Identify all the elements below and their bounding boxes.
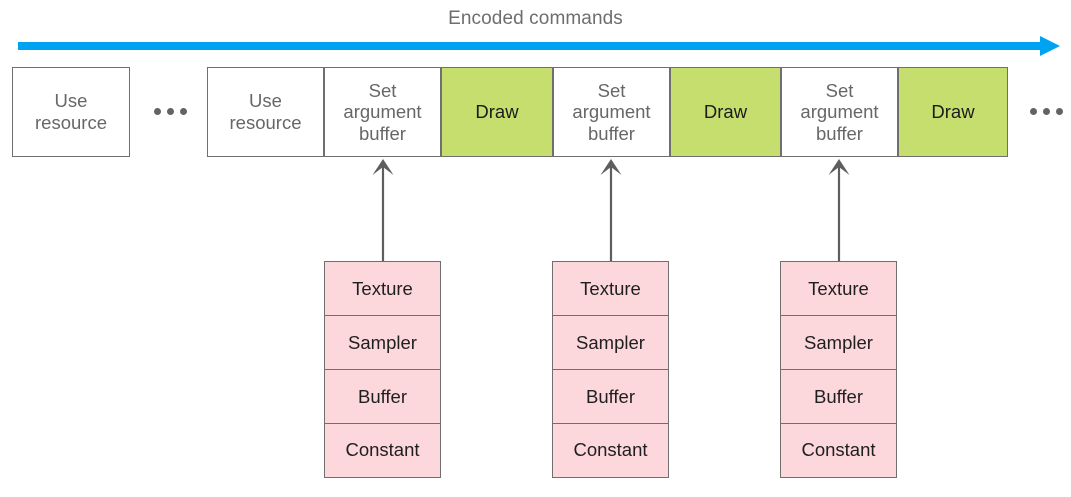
argument-buffer-row-texture[interactable]: Texture [780,261,897,317]
diagram-title: Encoded commands [448,8,623,29]
command-box-set-argument-buffer-3[interactable]: Set argument buffer [781,67,898,157]
argument-buffer-row-buffer[interactable]: Buffer [552,368,669,425]
command-box-draw-3[interactable]: Draw [898,67,1008,157]
trailing-ellipsis [1030,108,1063,115]
argument-buffer-row-constant[interactable]: Constant [780,422,897,479]
ellipsis-dot [1030,108,1037,115]
up-arrow-icon [600,159,622,262]
argument-buffer-row-texture[interactable]: Texture [552,261,669,317]
command-box-draw-2[interactable]: Draw [670,67,781,157]
flow-arrow-icon [18,36,1060,56]
ellipsis-dot [154,108,161,115]
ellipsis-dot [167,108,174,115]
argument-buffer-row-buffer[interactable]: Buffer [780,368,897,425]
ellipsis-dot [180,108,187,115]
argument-buffer-row-texture[interactable]: Texture [324,261,441,317]
argument-buffer-row-sampler[interactable]: Sampler [552,314,669,371]
ellipsis-dot [1056,108,1063,115]
argument-buffer-table-2: Texture Sampler Buffer Constant [552,261,669,479]
argument-buffer-connector-1 [372,158,394,262]
argument-buffer-row-constant[interactable]: Constant [552,422,669,479]
argument-buffer-row-constant[interactable]: Constant [324,422,441,479]
up-arrow-icon [828,159,850,262]
argument-buffer-connector-3 [828,158,850,262]
command-box-use-resource[interactable]: Use resource [207,67,324,157]
argument-buffer-table-3: Texture Sampler Buffer Constant [780,261,897,479]
command-box-use-resource-leading[interactable]: Use resource [12,67,130,157]
command-box-draw-1[interactable]: Draw [441,67,553,157]
command-box-set-argument-buffer-2[interactable]: Set argument buffer [553,67,670,157]
argument-buffer-row-sampler[interactable]: Sampler [780,314,897,371]
argument-buffer-row-sampler[interactable]: Sampler [324,314,441,371]
encoded-commands-flow-arrow [18,34,1060,58]
argument-buffer-row-buffer[interactable]: Buffer [324,368,441,425]
ellipsis-dot [1043,108,1050,115]
leading-ellipsis [154,108,187,115]
argument-buffer-connector-2 [600,158,622,262]
up-arrow-icon [372,159,394,262]
argument-buffer-table-1: Texture Sampler Buffer Constant [324,261,441,479]
command-box-set-argument-buffer-1[interactable]: Set argument buffer [324,67,441,157]
